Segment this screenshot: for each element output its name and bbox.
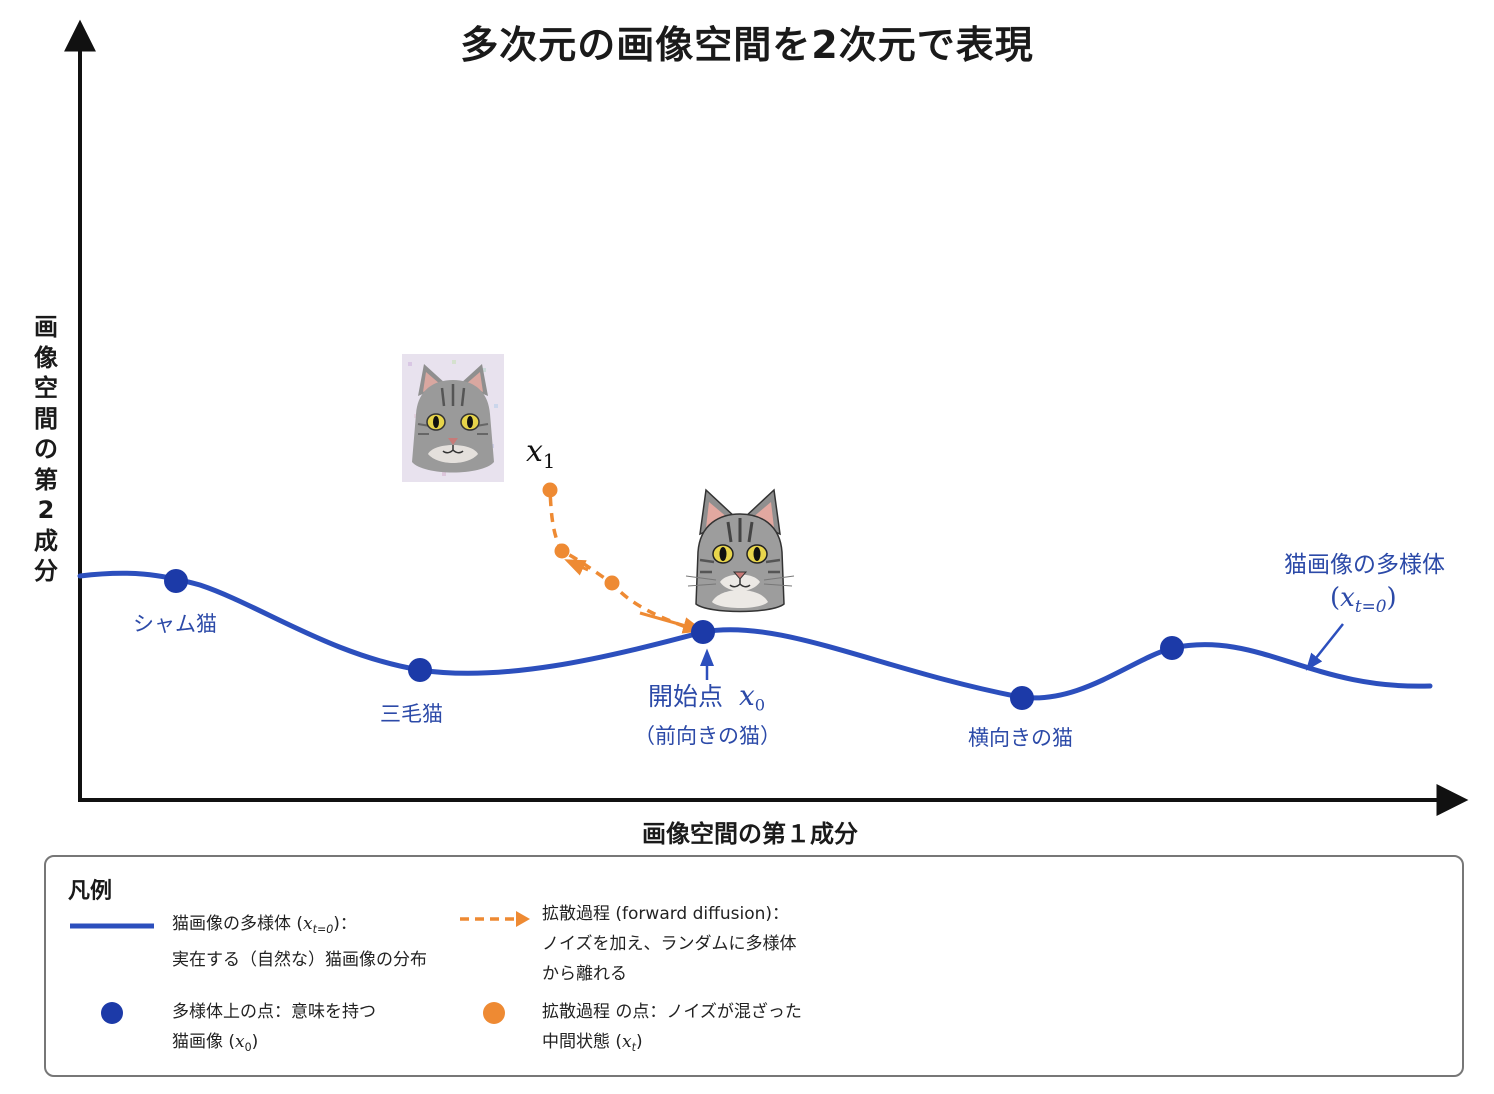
- diagram-title: 多次元の画像空間を2次元で表現: [460, 23, 1034, 67]
- legend-symbols: [70, 911, 530, 1024]
- clean-cat-image: [685, 488, 795, 613]
- diffusion-point: [554, 543, 570, 559]
- legend-manifold-text: 猫画像の多様体 (xt=0)： 実在する（自然な）猫画像の分布: [172, 914, 427, 970]
- legend-diffusion-text: 拡散過程 (forward diffusion)： ノイズを加え、ランダムに多様…: [542, 904, 797, 984]
- manifold-point-side: [1010, 686, 1034, 710]
- siamese-label: シャム猫: [133, 612, 217, 636]
- diffusion-arrowhead: [639, 611, 705, 634]
- manifold-point-calico: [408, 658, 432, 682]
- y-axis-label: 画 像 空 間 の 第 2 成 分: [34, 313, 58, 585]
- manifold-label: 猫画像の多様体: [1284, 552, 1445, 578]
- side-cat-label: 横向きの猫: [968, 726, 1073, 750]
- diffusion-point: [604, 575, 620, 591]
- legend-point-text: 多様体上の点：意味を持つ 猫画像 (x0): [172, 1002, 376, 1054]
- manifold-point-start: [691, 620, 715, 644]
- start-point-sublabel: （前向きの猫）: [634, 724, 781, 748]
- calico-label: 三毛猫: [380, 702, 443, 726]
- legend-diffusion-arrowhead: [516, 911, 530, 927]
- legend-box: 凡例 猫画像の多様体 (xt=0)： 実在する（自然な）猫画像の分布 拡散過程 …: [44, 855, 1464, 1077]
- start-point-label: 開始点 x0: [648, 679, 766, 715]
- manifold-point: [1160, 636, 1184, 660]
- manifold-label-arrow: [1305, 623, 1344, 671]
- manifold-label-math: (xt=0): [1330, 583, 1397, 616]
- noisy-cat-image: [402, 354, 504, 482]
- manifold-diagram: [64, 19, 1469, 816]
- diffusion-point-x1: [542, 482, 558, 498]
- diffusion-path: [548, 489, 701, 634]
- legend-manifold-point: [101, 1002, 123, 1024]
- x-axis-label: 画像空間の第１成分: [642, 820, 858, 848]
- legend-diffusion-point-text: 拡散過程 の点：ノイズが混ざった 中間状態 (xt): [542, 1002, 802, 1054]
- diffusion-arrowhead-2: [564, 559, 589, 576]
- legend-title: 凡例: [68, 879, 113, 904]
- legend-diffusion-point: [483, 1002, 505, 1024]
- noisy-point-label: x1: [526, 434, 556, 473]
- manifold-point-siamese: [164, 569, 188, 593]
